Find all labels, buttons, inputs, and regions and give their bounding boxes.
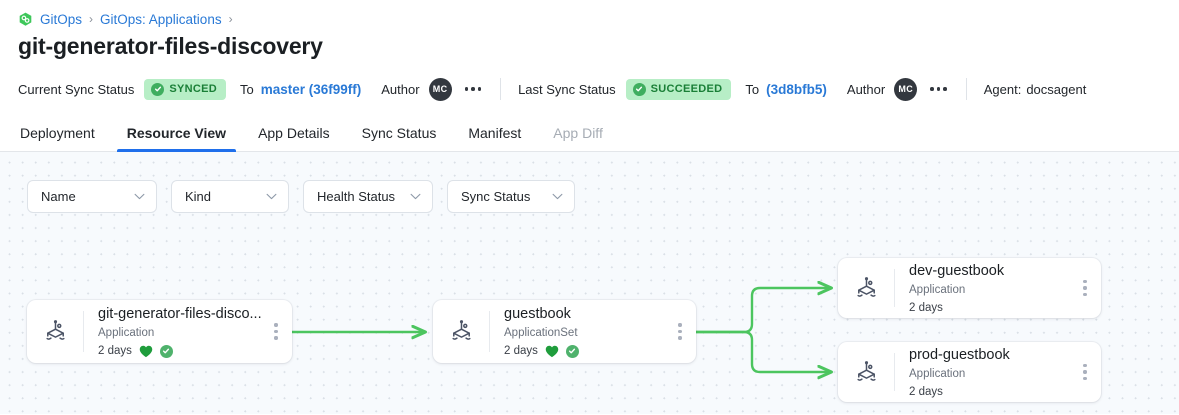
argo-app-icon [838, 276, 894, 301]
last-sync-menu-icon[interactable] [928, 83, 949, 95]
breadcrumb: GitOps › GitOps: Applications › [0, 0, 1179, 28]
filter-bar: Name Kind Health Status Sync Status [27, 180, 575, 213]
node-kind: Application [98, 327, 155, 340]
node-meta: 2 days [909, 302, 1075, 314]
last-sync-revision-link[interactable]: (3d8bfb5) [766, 81, 827, 97]
tab-resource-view[interactable]: Resource View [111, 126, 242, 152]
node-divider [894, 353, 895, 391]
current-sync-menu-icon[interactable] [463, 83, 484, 95]
tab-manifest[interactable]: Manifest [468, 125, 522, 141]
status-divider-2 [965, 78, 967, 100]
filter-name-label: Name [41, 189, 76, 204]
chevron-down-icon [410, 193, 421, 200]
current-sync-revision-link[interactable]: master (36f99ff) [260, 81, 362, 97]
current-sync-status-badge: SYNCED [144, 78, 226, 100]
graph-edges [290, 152, 1179, 414]
node-content: guestbook ApplicationSet 2 days [490, 295, 670, 368]
argo-app-icon [433, 319, 489, 344]
node-title: git-generator-files-disco... [98, 306, 262, 323]
node-kind: Application [909, 284, 966, 297]
node-title: prod-guestbook [909, 347, 1010, 364]
last-sync-status-label: Last Sync Status [518, 81, 616, 97]
node-age: 2 days [98, 345, 132, 358]
chevron-down-icon [134, 193, 145, 200]
filter-health-status[interactable]: Health Status [303, 180, 433, 213]
last-sync-author-label: Author [846, 81, 886, 97]
node-content: git-generator-files-disco... Application… [84, 295, 266, 368]
last-sync-author-avatar[interactable]: MC [894, 77, 918, 101]
node-content: dev-guestbook Application 2 days [895, 252, 1075, 324]
argo-app-icon [27, 319, 83, 344]
node-divider [894, 269, 895, 307]
node-age: 2 days [909, 385, 943, 398]
filter-sync-status-label: Sync Status [461, 189, 531, 204]
filter-name[interactable]: Name [27, 180, 157, 213]
status-divider-1 [500, 78, 502, 100]
check-circle-icon [159, 344, 173, 358]
graph-node-guestbook[interactable]: guestbook ApplicationSet 2 days [433, 300, 696, 363]
tab-sync-status[interactable]: Sync Status [361, 125, 437, 141]
page-title: git-generator-files-discovery [18, 33, 323, 59]
node-kind: ApplicationSet [504, 327, 578, 340]
gitops-hex-logo-icon [18, 12, 33, 27]
chevron-down-icon [266, 193, 277, 200]
graph-node-prod-guestbook[interactable]: prod-guestbook Application 2 days [838, 342, 1101, 402]
current-sync-status-label: Current Sync Status [18, 81, 135, 97]
current-sync-to-label: To [239, 81, 254, 97]
current-sync-status-badge-text: SYNCED [169, 83, 217, 95]
filter-health-status-label: Health Status [317, 189, 396, 204]
argo-app-icon [838, 360, 894, 385]
node-divider [489, 311, 490, 352]
breadcrumb-separator: › [89, 12, 94, 26]
resource-graph-canvas[interactable]: Name Kind Health Status Sync Status [0, 152, 1179, 414]
check-circle-icon [565, 344, 579, 358]
filter-sync-status[interactable]: Sync Status [447, 180, 575, 213]
graph-node-git-generator-files-discovery[interactable]: git-generator-files-disco... Application… [27, 300, 292, 363]
last-sync-status-badge-text: SUCCEEDED [650, 83, 723, 95]
last-sync-to-label: To [745, 81, 760, 97]
breadcrumb-separator-end: › [228, 12, 233, 26]
tab-app-details[interactable]: App Details [258, 125, 330, 141]
last-sync-status-badge: SUCCEEDED [625, 78, 732, 100]
node-meta: 2 days [504, 344, 670, 358]
node-age: 2 days [504, 345, 538, 358]
node-age: 2 days [909, 301, 943, 314]
current-sync-author-label: Author [381, 81, 420, 97]
tab-deployment[interactable]: Deployment [20, 125, 95, 141]
node-menu-icon[interactable] [1075, 363, 1101, 381]
node-menu-icon[interactable] [670, 323, 696, 340]
node-meta: 2 days [98, 344, 266, 358]
node-menu-icon[interactable] [266, 323, 292, 340]
tab-bar: Deployment Resource View App Details Syn… [0, 114, 1179, 152]
node-title: guestbook [504, 306, 571, 323]
check-circle-icon [632, 82, 646, 96]
breadcrumb-item-gitops-applications[interactable]: GitOps: Applications [100, 11, 222, 27]
edge-appset-to-prod [694, 330, 831, 372]
agent-label: Agent: [983, 81, 1022, 97]
node-menu-icon[interactable] [1075, 279, 1101, 297]
check-circle-icon [151, 82, 165, 96]
agent-info: Agent:docsagent [984, 82, 1087, 97]
chevron-down-icon [552, 193, 563, 200]
graph-node-dev-guestbook[interactable]: dev-guestbook Application 2 days [838, 258, 1101, 318]
heart-icon [545, 345, 559, 358]
node-content: prod-guestbook Application 2 days [895, 336, 1075, 408]
current-sync-author-avatar[interactable]: MC [428, 77, 452, 101]
node-meta: 2 days [909, 386, 1075, 398]
node-title: dev-guestbook [909, 263, 1005, 280]
filter-kind[interactable]: Kind [171, 180, 289, 213]
status-bar: Current Sync Status SYNCED To master (36… [0, 72, 1179, 106]
breadcrumb-item-gitops[interactable]: GitOps [40, 11, 83, 27]
tab-app-diff: App Diff [553, 125, 603, 141]
node-kind: Application [909, 368, 966, 381]
node-divider [83, 311, 84, 352]
agent-value: docsagent [1026, 81, 1087, 97]
filter-kind-label: Kind [185, 189, 212, 204]
heart-icon [139, 345, 153, 358]
edge-appset-to-dev [694, 288, 831, 334]
